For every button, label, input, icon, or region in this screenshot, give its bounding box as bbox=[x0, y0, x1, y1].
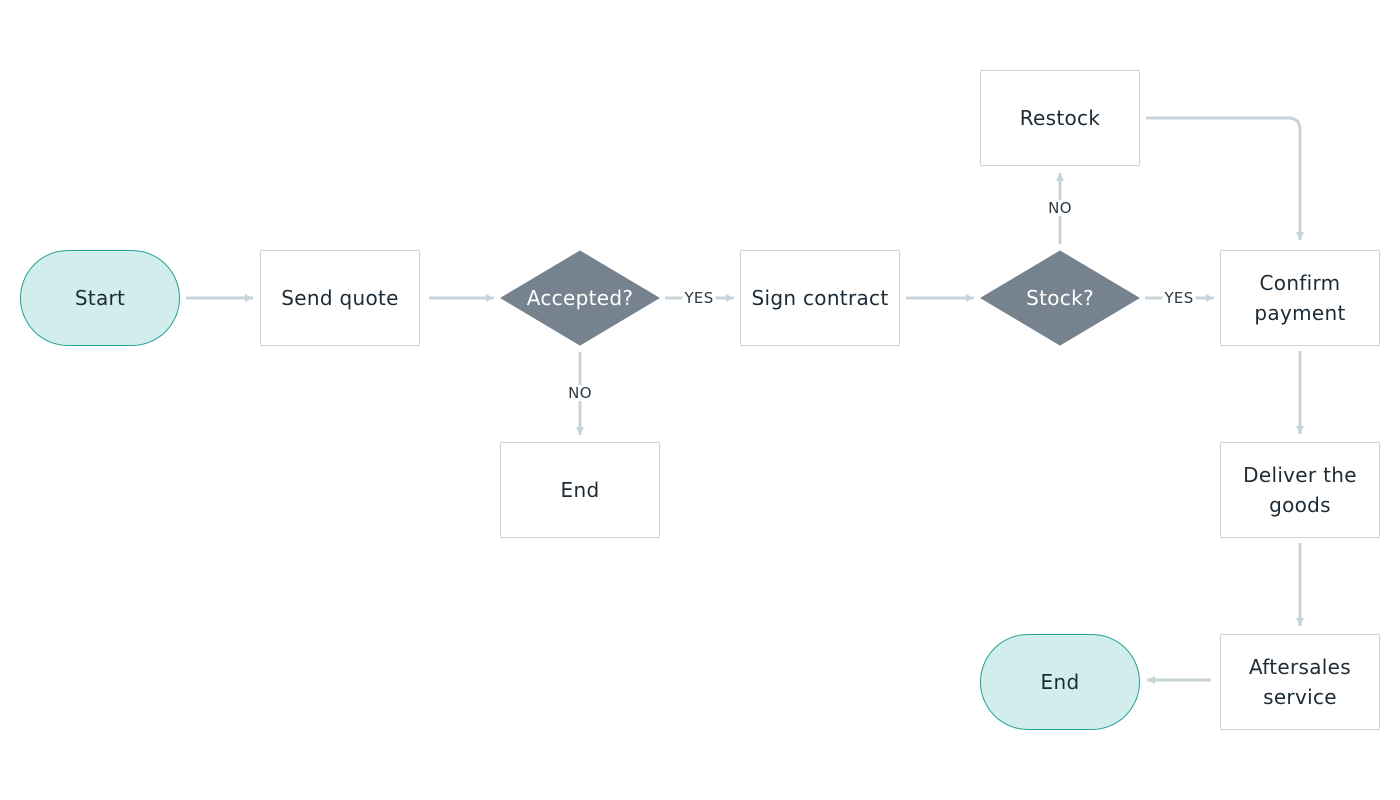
decision-diamond-shape bbox=[500, 250, 660, 346]
aftersales-node[interactable]: Aftersales service bbox=[1220, 634, 1380, 730]
start-label: Start bbox=[74, 286, 126, 310]
deliver-goods-node[interactable]: Deliver the goods bbox=[1220, 442, 1380, 538]
end-rejected-label: End bbox=[560, 478, 600, 502]
confirm-payment-label: Confirm payment bbox=[1254, 271, 1346, 325]
send-quote-node[interactable]: Send quote bbox=[260, 250, 420, 346]
edge-label-stock-no: NO bbox=[1046, 199, 1074, 217]
edge-label-stock-yes: YES bbox=[1162, 289, 1196, 307]
edge-label-accepted-yes: YES bbox=[682, 289, 716, 307]
end-final-label: End bbox=[1040, 670, 1080, 694]
stock-label: Stock? bbox=[1026, 286, 1094, 310]
accepted-decision-node[interactable]: Accepted? bbox=[500, 250, 660, 346]
edge-restock-to-confirm-payment bbox=[1146, 116, 1304, 240]
start-node[interactable]: Start bbox=[20, 250, 180, 346]
end-rejected-node[interactable]: End bbox=[500, 442, 660, 538]
restock-label: Restock bbox=[1019, 106, 1101, 130]
accepted-label: Accepted? bbox=[526, 286, 634, 310]
end-final-node[interactable]: End bbox=[980, 634, 1140, 730]
edge-label-accepted-no: NO bbox=[566, 384, 594, 402]
aftersales-label: Aftersales service bbox=[1249, 655, 1351, 709]
confirm-payment-node[interactable]: Confirm payment bbox=[1220, 250, 1380, 346]
sign-contract-node[interactable]: Sign contract bbox=[740, 250, 900, 346]
restock-node[interactable]: Restock bbox=[980, 70, 1140, 166]
deliver-goods-label: Deliver the goods bbox=[1243, 463, 1357, 517]
decision-diamond-shape bbox=[980, 250, 1140, 346]
send-quote-label: Send quote bbox=[281, 286, 399, 310]
stock-decision-node[interactable]: Stock? bbox=[980, 250, 1140, 346]
sign-contract-label: Sign contract bbox=[751, 286, 889, 310]
